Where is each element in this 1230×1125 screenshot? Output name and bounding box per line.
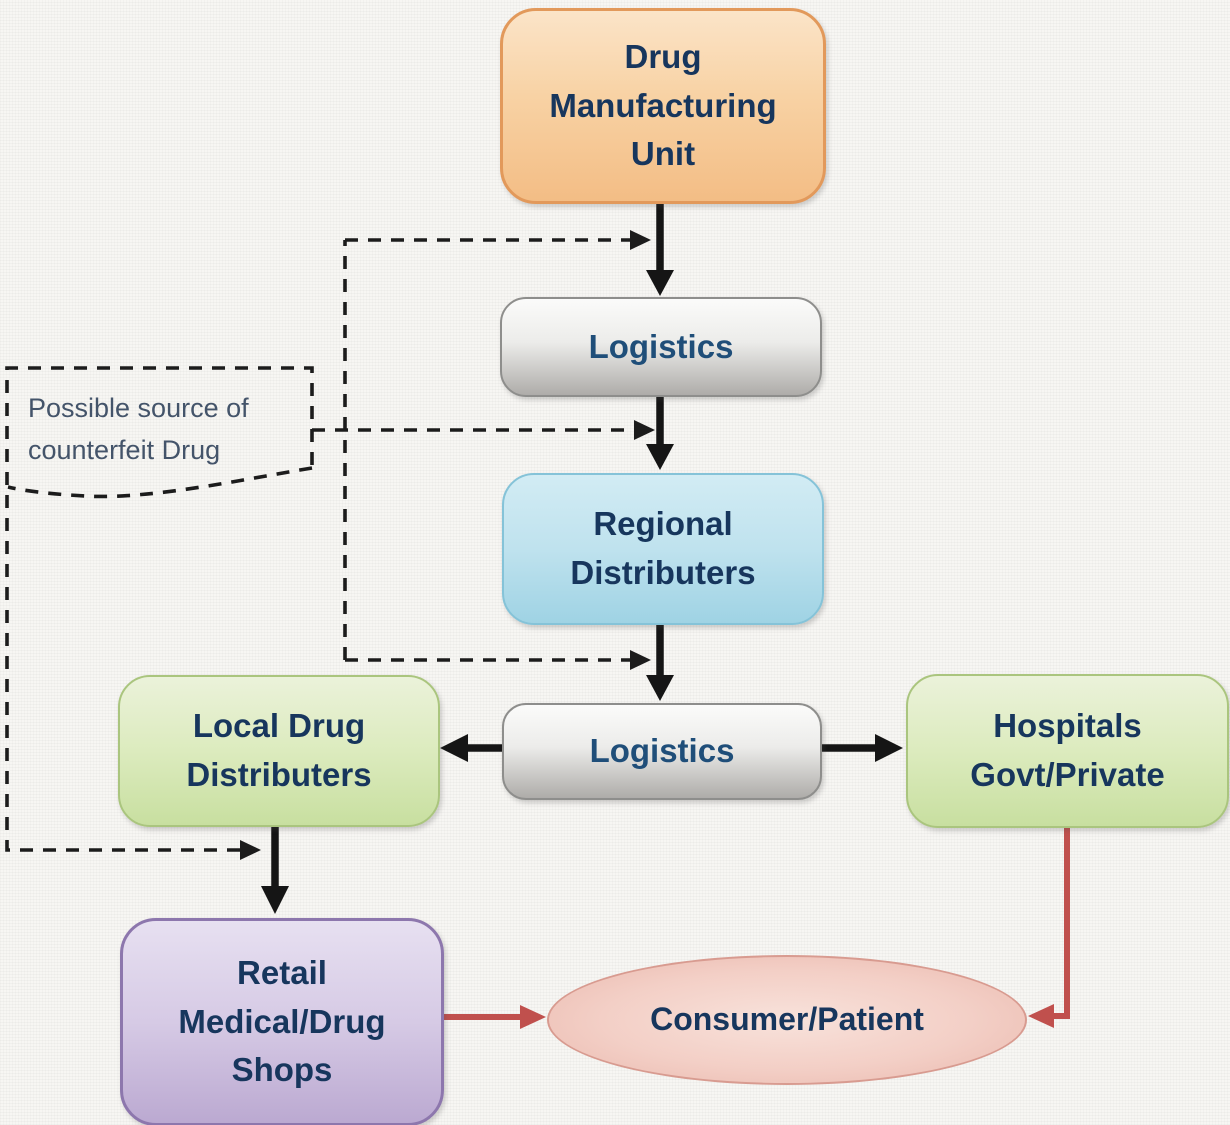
dashed-arrowhead-left [240, 840, 261, 860]
annotation-box-outline [5, 366, 314, 852]
annotation-possible-source-of-counterfeit-drug: Possible source of counterfeit Drug [28, 393, 249, 465]
arrow-local-to-retail [261, 824, 289, 914]
node-logistics-lower: Logistics [502, 703, 822, 800]
arrow-logistics-to-local [440, 734, 502, 762]
node-hospitals-govt-private: Hospitals Govt/Private [906, 674, 1229, 828]
node-logistics-upper: Logistics [500, 297, 822, 397]
dashed-arrowhead-lower [630, 650, 651, 670]
annotation-box-wave [7, 466, 313, 499]
node-retail-medical-drug-shops: Retail Medical/Drug Shops [120, 918, 444, 1125]
arrow-manufacturing-to-logistics [646, 200, 674, 296]
node-drug-manufacturing-unit: Drug Manufacturing Unit [500, 8, 826, 204]
node-consumer-patient: Consumer/Patient [547, 955, 1027, 1085]
arrow-hospitals-to-consumer [1028, 826, 1070, 1028]
node-regional-distributers: Regional Distributers [502, 473, 824, 625]
arrow-logistics-to-regional [646, 395, 674, 470]
node-local-drug-distributers: Local Drug Distributers [118, 675, 440, 827]
dashed-arrowhead-top [630, 230, 651, 250]
arrow-retail-to-consumer [440, 1005, 546, 1029]
dashed-arrowhead-middle [634, 420, 655, 440]
arrow-logistics-to-hospitals [818, 734, 903, 762]
arrow-regional-to-logistics [646, 623, 674, 701]
